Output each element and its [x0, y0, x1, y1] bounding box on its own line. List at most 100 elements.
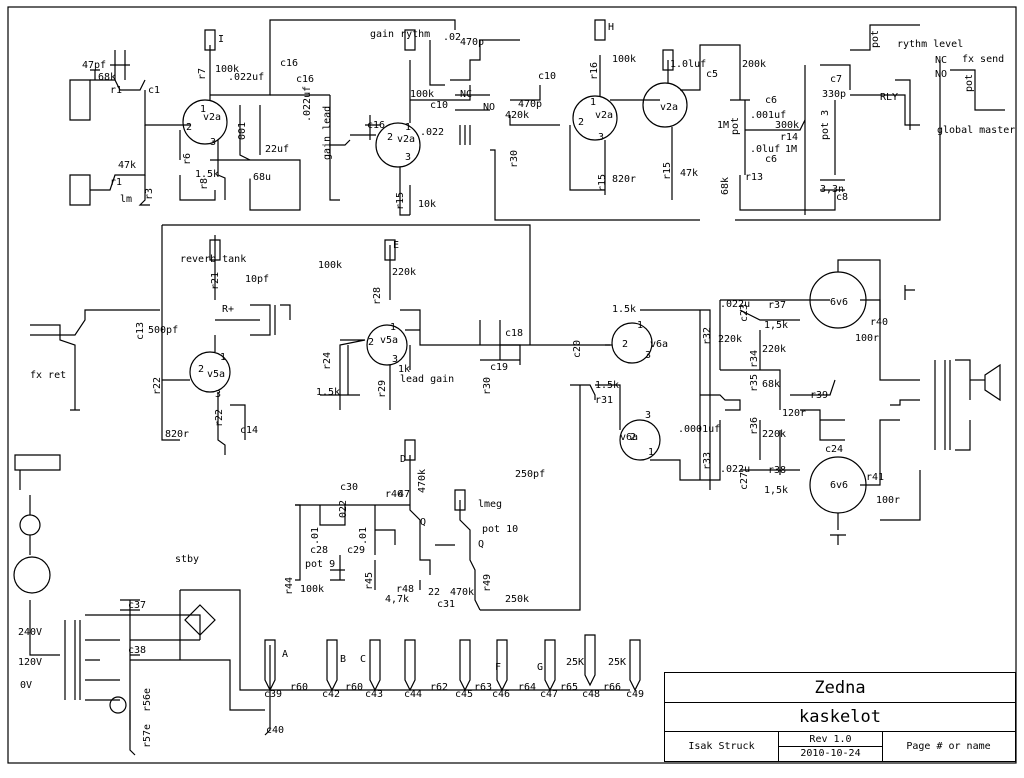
svg-text:3: 3: [405, 152, 411, 163]
value-label: 1.5k: [195, 169, 219, 180]
value-label: 25K: [608, 657, 626, 668]
value-label: 68k: [720, 177, 731, 195]
label-c31: c31: [437, 599, 455, 610]
relay-contact-label: NC: [460, 89, 472, 100]
label-r32: r32: [702, 327, 713, 345]
supply-rail-symbols: [264, 634, 641, 692]
label-r15: r15: [662, 162, 673, 180]
revision: Rev 1.0: [779, 732, 883, 747]
label-r21: r21: [210, 272, 221, 290]
label-r60: r60: [345, 682, 363, 693]
label-c42: c42: [322, 689, 340, 700]
tube-label: 6v6: [830, 480, 848, 491]
label-c49: c49: [626, 689, 644, 700]
tube-label: v2a: [203, 112, 221, 123]
tube-label: 6v6: [830, 297, 848, 308]
label-r1: r1: [110, 85, 122, 96]
svg-text:3: 3: [210, 137, 216, 148]
tube-label: v2a: [397, 134, 415, 145]
label-gain-rythm: gain rythm: [370, 29, 430, 40]
svg-text:2: 2: [186, 122, 192, 133]
rail-label: G: [537, 662, 543, 673]
value-label: 4,7k: [385, 594, 409, 605]
label-r13: r13: [745, 172, 763, 183]
value-label: 022: [338, 500, 349, 518]
svg-text:3: 3: [392, 354, 398, 365]
pot-label: pot: [964, 74, 975, 92]
value-label: 220k: [762, 429, 786, 440]
label-c13: c13: [135, 322, 146, 340]
rail-label: I: [218, 34, 224, 45]
label-r33: r33: [702, 452, 713, 470]
value-label: 10pf: [245, 274, 269, 285]
value-label: 1k: [398, 364, 410, 375]
value-label: .022uf: [302, 86, 313, 122]
svg-text:3: 3: [645, 410, 651, 421]
value-label: .0luf: [750, 144, 780, 155]
label-c10: c10: [538, 71, 556, 82]
value-label: 100k: [612, 54, 636, 65]
label-rly: RLY: [880, 92, 898, 103]
label-c10: c10: [430, 100, 448, 111]
value-label: .01: [310, 527, 321, 545]
value-label: 47pf: [82, 60, 106, 71]
label-r64: r64: [518, 682, 536, 693]
label-r37: r37: [768, 300, 786, 311]
value-label: 240V: [18, 627, 42, 638]
relay-contact-label: NO: [483, 102, 495, 113]
value-label: 820r: [612, 174, 636, 185]
value-label: 1,5k: [764, 320, 788, 331]
value-label: .0001uf: [678, 424, 720, 435]
label-c18: c18: [505, 328, 523, 339]
value-label: 10k: [418, 199, 436, 210]
value-label: 200k: [742, 59, 766, 70]
relay-contact-label: NO: [935, 69, 947, 80]
tube-label: v6a: [620, 432, 638, 443]
label-r16: r16: [589, 62, 600, 80]
pot-label: pot 3: [820, 110, 831, 140]
label-reverb-tank: reverb tank: [180, 254, 246, 265]
label-c29: c29: [347, 545, 365, 556]
fx-loop-wiring: [295, 439, 481, 611]
label-r30: r30: [509, 150, 520, 168]
label-c24: c24: [825, 444, 843, 455]
label-r29: r29: [377, 380, 388, 398]
label-stby: stby: [175, 554, 199, 565]
author-name: Isak Struck: [665, 732, 779, 761]
page-name: Page # or name: [906, 741, 991, 752]
svg-text:1: 1: [405, 122, 411, 133]
value-label: 25K: [566, 657, 584, 668]
value-label: 1M: [785, 144, 797, 155]
label-r22: r22: [214, 409, 225, 427]
value-label: 47k: [680, 168, 698, 179]
label-c44: c44: [404, 689, 422, 700]
value-label: .022uf: [228, 72, 264, 83]
value-label: 220k: [762, 344, 786, 355]
company-name: Zedna: [665, 673, 1015, 703]
sheet-border: [7, 6, 1017, 764]
label-c6: c6: [765, 95, 777, 106]
label-r44: r44: [284, 577, 295, 595]
rail-label: B: [340, 654, 346, 665]
label-fx-send: fx send: [962, 54, 1004, 65]
value-label: 68k: [762, 379, 780, 390]
label-c40: c40: [266, 725, 284, 736]
tube-pin-labels: 123 123 123 123 123 123 321: [186, 97, 654, 458]
value-label: 100k: [318, 260, 342, 271]
schematic-labels: gain rythm rythm level fx send RLY globa…: [18, 22, 1015, 748]
label-c20: c20: [572, 340, 583, 358]
label-c39: c39: [264, 689, 282, 700]
value-label: 1.5k: [612, 304, 636, 315]
label-c7: c7: [830, 74, 842, 85]
svg-text:2: 2: [630, 432, 636, 443]
label-r66: r66: [603, 682, 621, 693]
label-c19: c19: [490, 362, 508, 373]
svg-text:3: 3: [598, 132, 604, 143]
value-label: 820r: [165, 429, 189, 440]
label-r36: r36: [749, 417, 760, 435]
label-r6: r6: [182, 153, 193, 165]
value-label: .02: [443, 32, 461, 43]
value-label: 22: [428, 587, 440, 598]
power-amp-wiring: [480, 259, 1001, 611]
